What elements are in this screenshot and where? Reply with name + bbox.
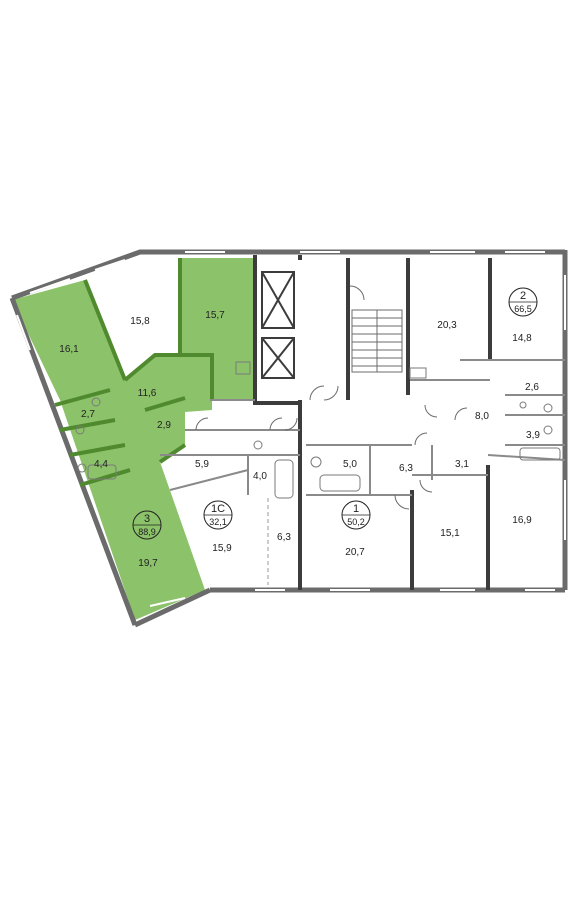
room-area-label: 2,9 [157,420,171,431]
apartment-3-walls [54,258,214,487]
partition-walls [160,359,566,496]
room-area-label: 15,9 [212,543,232,554]
staircase [351,309,403,373]
room-area-label: 20,7 [345,547,365,558]
apartment-badge-3[interactable]: 3 88,9 [132,510,162,540]
apartment-2-number: 2 [520,290,526,302]
room-area-label: 15,1 [440,528,460,539]
room-area-label: 14,8 [512,333,532,344]
apartment-1-number: 1 [353,503,359,515]
apartment-2-area: 66,5 [514,304,532,314]
apartment-3-fill[interactable] [12,258,255,620]
room-area-label: 2,6 [525,382,539,393]
apartment-1c-number: 1С [211,503,225,515]
room-area-label: 15,7 [205,310,225,321]
apartment-1-area: 50,2 [347,517,365,527]
room-area-label: 5,9 [195,459,209,470]
apartment-badge-2[interactable]: 2 66,5 [508,287,538,317]
room-area-label: 2,7 [81,409,95,420]
elevator-shafts [261,271,295,379]
bathroom-fixtures [75,361,561,499]
room-area-label: 16,1 [59,344,79,355]
apartment-badge-1[interactable]: 1 50,2 [341,500,371,530]
room-area-label: 3,1 [455,459,469,470]
room-area-label: 19,7 [138,558,158,569]
room-area-label: 15,8 [130,316,150,327]
room-area-label: 11,6 [138,388,157,399]
room-area-label: 5,0 [343,459,357,470]
apartment-3-number: 3 [144,513,150,525]
room-area-label: 4,0 [253,471,267,482]
room-labels: 16,1 15,8 15,7 11,6 2,7 2,9 4,4 19,7 5,9… [59,310,540,569]
doors [195,285,468,510]
room-area-label: 6,3 [399,463,413,474]
apartment-badge-1c[interactable]: 1С 32,1 [203,500,233,530]
apartment-1c-area: 32,1 [209,517,227,527]
windows [16,251,566,607]
room-area-label: 6,3 [277,532,291,543]
room-area-label: 3,9 [526,430,540,441]
room-area-label: 4,4 [94,459,108,470]
room-area-label: 20,3 [437,320,457,331]
apartment-3-area: 88,9 [138,527,156,537]
room-area-label: 16,9 [512,515,532,526]
inner-walls [253,255,492,590]
room-area-label: 8,0 [475,411,489,422]
